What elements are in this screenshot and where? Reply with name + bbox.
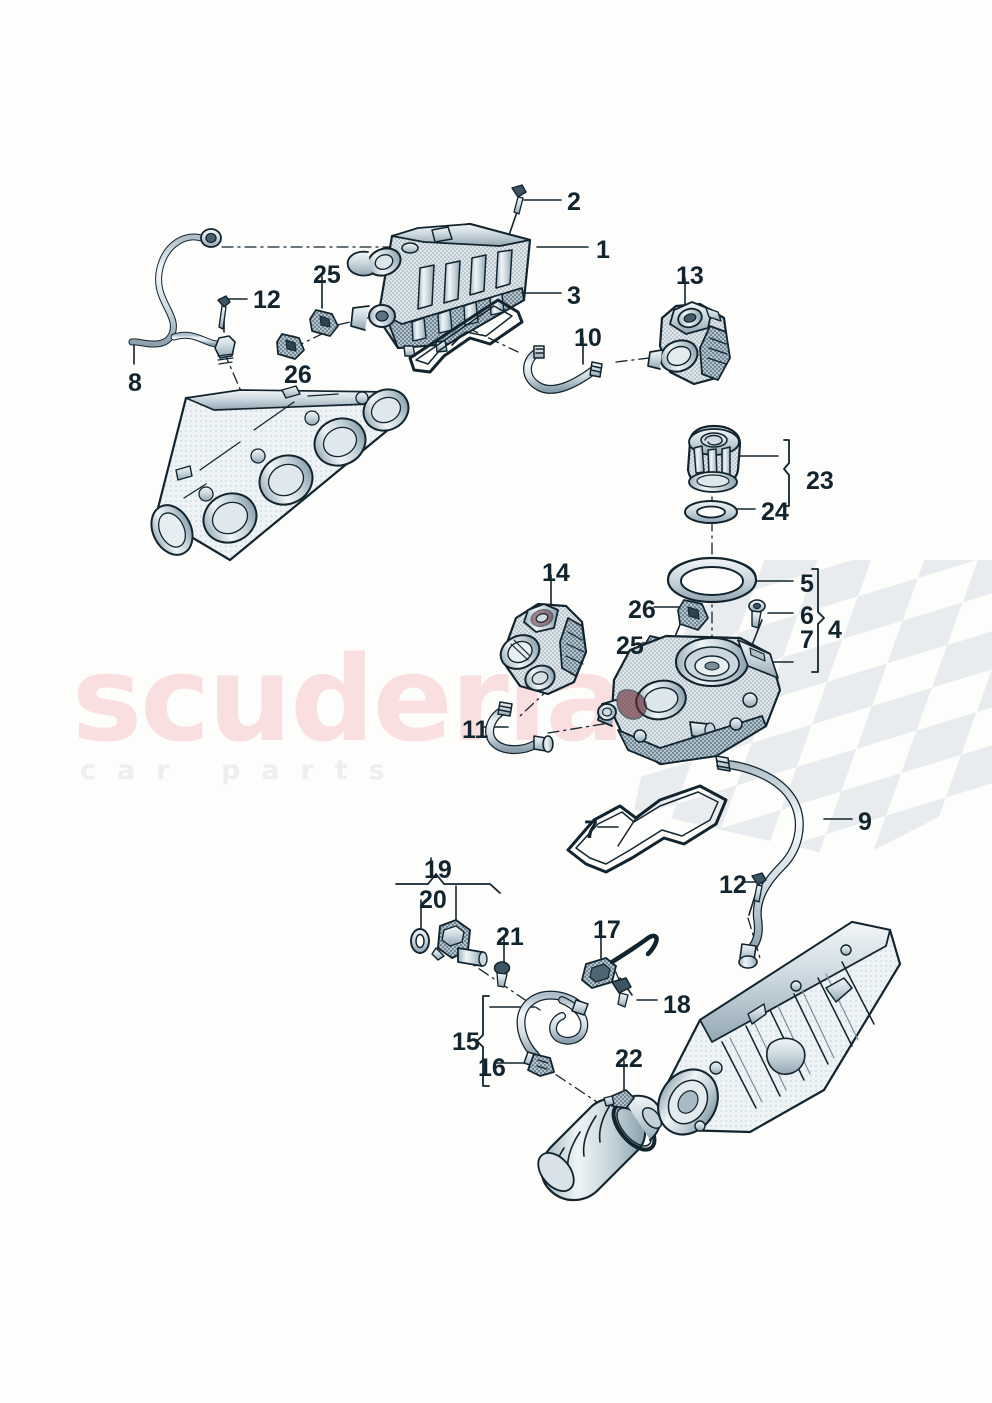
part-oil-filler-cap-23	[686, 424, 742, 493]
part-throttle-valve-13	[647, 301, 731, 386]
callout-12-bottom: 12	[719, 871, 747, 899]
callout-12-top: 12	[253, 286, 281, 314]
callout-16: 16	[478, 1054, 506, 1082]
callout-6: 6	[800, 602, 814, 630]
callout-14: 14	[542, 559, 570, 587]
reference-intake-manifold-lower	[657, 920, 902, 1136]
callout-25-lower: 25	[616, 632, 644, 660]
part-breather-hose-right	[715, 755, 804, 969]
callout-21: 21	[496, 923, 524, 951]
callout-4: 4	[828, 616, 842, 644]
callout-23: 23	[806, 467, 834, 495]
part-connector-26-lower	[677, 599, 709, 631]
part-gasket-3	[408, 298, 524, 374]
part-cylinder-head-cover-upper	[346, 222, 532, 357]
part-seal-24	[684, 500, 738, 524]
part-seal-ring-5	[666, 556, 758, 604]
callout-13: 13	[676, 262, 704, 290]
callout-9: 9	[858, 808, 872, 836]
part-hose-clip-16	[527, 1053, 555, 1077]
part-connector-25-top	[309, 309, 339, 337]
part-vacuum-hose-15	[516, 990, 589, 1068]
part-cylinder-head-cover-lower	[597, 634, 782, 766]
part-bolt-12-bottom	[751, 872, 767, 903]
callout-19: 19	[424, 856, 452, 884]
callout-26-lower: 26	[628, 596, 656, 624]
callout-20: 20	[419, 886, 447, 914]
part-hose-10	[523, 345, 603, 394]
callout-7-upper: 7	[800, 626, 814, 654]
part-gasket-7-lower	[566, 784, 728, 874]
part-intake-boot-22	[537, 1089, 663, 1202]
callout-5: 5	[800, 570, 814, 598]
callout-18: 18	[663, 991, 691, 1019]
callout-7-lower: 7	[584, 816, 598, 844]
part-bolt-12-top	[217, 295, 231, 330]
callout-1: 1	[596, 236, 610, 264]
callout-11: 11	[462, 716, 489, 744]
callout-17: 17	[593, 916, 621, 944]
part-hose-11	[485, 701, 554, 754]
part-bolt-6	[748, 599, 766, 629]
part-breather-hose-left	[128, 228, 236, 365]
part-bolt-21	[493, 961, 511, 988]
callout-25-top: 25	[313, 261, 341, 289]
callout-8: 8	[128, 369, 142, 397]
part-pressure-sensor-19	[431, 919, 488, 967]
callout-3: 3	[567, 282, 581, 310]
part-throttle-valve-14	[499, 602, 588, 696]
callout-26-top: 26	[284, 361, 312, 389]
reference-intake-manifold-upper	[150, 385, 410, 562]
callout-10: 10	[574, 324, 602, 352]
callout-24: 24	[761, 498, 789, 526]
callout-2: 2	[567, 188, 581, 216]
part-vacuum-connector-17	[581, 933, 659, 989]
part-bolt-18	[611, 977, 632, 1008]
callout-22: 22	[615, 1045, 643, 1073]
part-o-ring-20	[410, 928, 430, 954]
part-bolt-2	[511, 184, 527, 215]
callout-15: 15	[452, 1028, 480, 1056]
part-connector-26-top	[276, 333, 305, 360]
